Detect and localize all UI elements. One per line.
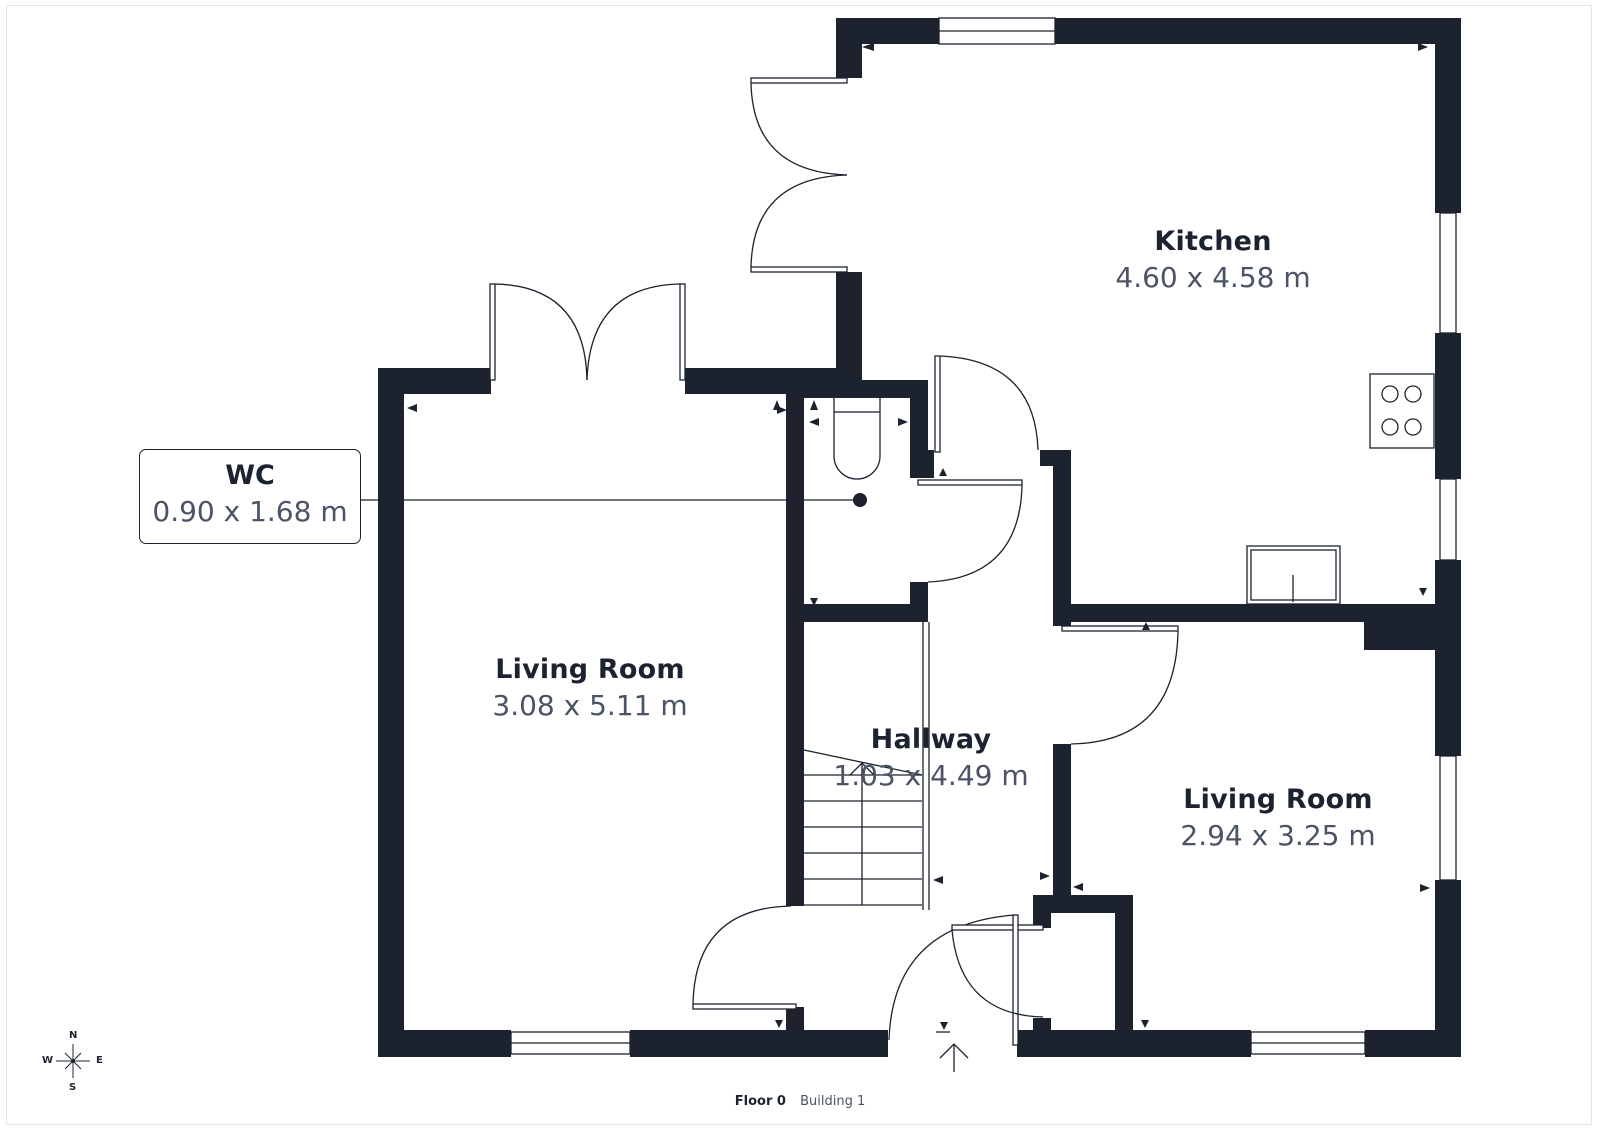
room-label-living-room-left: Living Room 3.08 x 5.11 m — [492, 654, 687, 722]
room-dimensions: 0.90 x 1.68 m — [152, 495, 348, 528]
floor-label: Floor 0 — [734, 1094, 786, 1109]
room-name: Hallway — [870, 724, 992, 755]
room-label-living-room-right: Living Room 2.94 x 3.25 m — [1180, 784, 1375, 852]
compass-icon: N S E W — [40, 1028, 106, 1094]
compass-west: W — [42, 1055, 54, 1066]
sink-icon — [1246, 545, 1341, 605]
compass-north: N — [69, 1030, 78, 1041]
room-name: Living Room — [495, 654, 685, 685]
wc-marker — [853, 493, 867, 507]
compass-east: E — [96, 1055, 103, 1066]
room-name: Living Room — [1183, 784, 1373, 815]
dimension-markers — [407, 43, 1430, 1030]
room-dimensions: 1.03 x 4.49 m — [833, 759, 1029, 792]
room-label-kitchen: Kitchen 4.60 x 4.58 m — [1115, 226, 1310, 294]
walls — [378, 18, 1461, 1057]
room-label-hallway: Hallway 1.03 x 4.49 m — [833, 724, 1028, 792]
room-dimensions: 3.08 x 5.11 m — [492, 689, 688, 722]
fixtures — [361, 17, 1457, 1072]
wc-callout: WC 0.90 x 1.68 m — [139, 449, 361, 544]
footer: Floor 0 Building 1 — [0, 1094, 1600, 1109]
room-dimensions: 2.94 x 3.25 m — [1180, 819, 1376, 852]
room-name: Kitchen — [1154, 226, 1272, 257]
page-frame — [6, 5, 1592, 1125]
building-label: Building 1 — [800, 1094, 866, 1109]
hob-icon — [1369, 373, 1435, 449]
room-dimensions: 4.60 x 4.58 m — [1115, 261, 1311, 294]
room-name: WC — [225, 460, 275, 491]
compass-south: S — [69, 1082, 77, 1093]
